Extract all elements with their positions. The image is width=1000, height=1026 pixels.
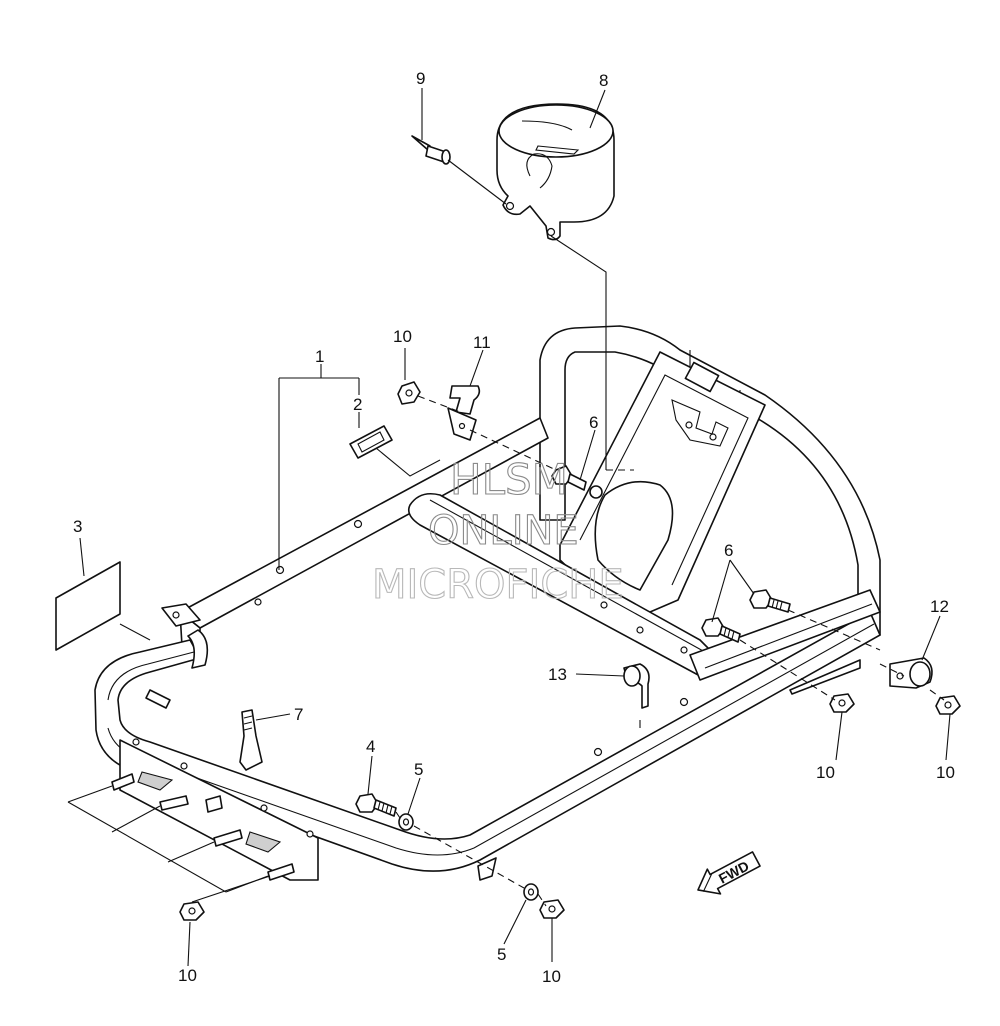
part-8-seat-pad <box>496 103 615 241</box>
part-10-nut-b <box>829 693 855 713</box>
front-studs <box>111 773 295 881</box>
part-4-bolt <box>355 793 397 817</box>
callout-6-top: 6 <box>589 413 598 432</box>
callout-5-bottom: 5 <box>497 945 506 964</box>
part-10-nut-d <box>179 901 205 921</box>
part-6-bolt-c <box>701 617 741 643</box>
callout-6-right: 6 <box>724 541 733 560</box>
callout-11: 11 <box>473 333 491 352</box>
watermark-line-2: ONLINE <box>428 508 579 554</box>
part-6-bolt-a <box>551 465 603 499</box>
part-12-clip <box>889 657 933 689</box>
callout-2: 2 <box>353 395 362 414</box>
leader-lines <box>67 88 951 967</box>
callout-7: 7 <box>294 705 303 724</box>
part-6-bolt-b <box>749 589 791 613</box>
part-9-rivet <box>411 135 451 165</box>
watermark-line-1: HLSM <box>450 455 568 504</box>
watermark-line-3: MICROFICHE <box>372 562 624 608</box>
part-10-nut-e <box>539 899 565 919</box>
fwd-arrow-icon: FWD <box>697 851 761 895</box>
callout-3: 3 <box>73 517 82 536</box>
part-7-cable-tie <box>239 709 263 771</box>
callout-5-top: 5 <box>414 760 423 779</box>
part-11-clip <box>447 385 481 441</box>
callout-10-right-b: 10 <box>936 763 955 782</box>
watermark: HLSM ONLINE MICROFICHE <box>371 454 624 608</box>
callout-10-bottom-mid: 10 <box>542 967 561 986</box>
part-10-nut-a <box>397 381 421 405</box>
callout-10-right-a: 10 <box>816 763 835 782</box>
part-2-emblem <box>349 425 393 459</box>
part-5-washer-b <box>523 883 539 901</box>
callout-12: 12 <box>930 597 949 616</box>
callout-9: 9 <box>416 69 425 88</box>
part-5-washer-a <box>398 813 414 831</box>
callout-10-bottom-left: 10 <box>178 966 197 985</box>
callout-8: 8 <box>599 71 608 90</box>
callout-13: 13 <box>548 665 567 684</box>
callout-4: 4 <box>366 737 375 756</box>
callout-1: 1 <box>315 347 324 366</box>
part-3-label <box>55 561 121 651</box>
part-13-clip <box>623 663 650 728</box>
part-10-nut-c <box>935 695 961 715</box>
callout-10-top: 10 <box>393 327 412 346</box>
callout-labels: 9 8 10 11 1 2 6 3 6 12 13 7 4 5 10 10 5 … <box>73 69 955 986</box>
main-frame <box>94 417 881 881</box>
